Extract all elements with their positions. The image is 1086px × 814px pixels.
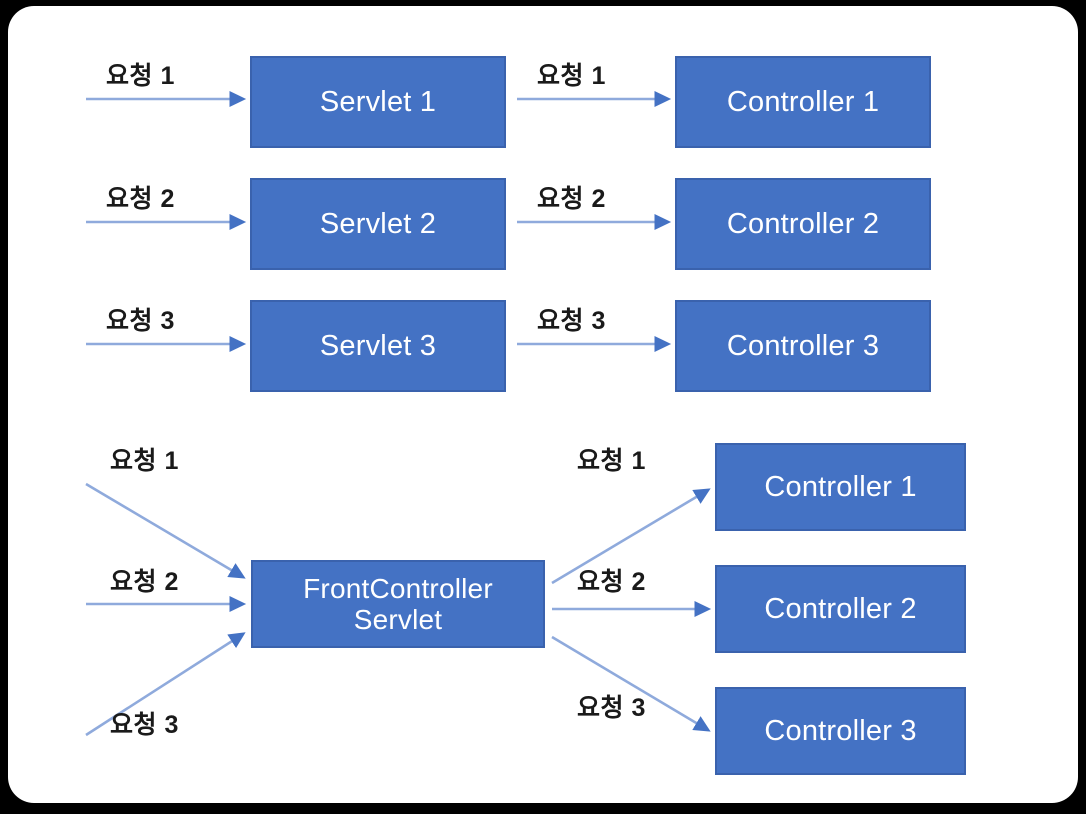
node-controller-3-label: Controller 3 [726,329,880,362]
node-controller-1[interactable]: Controller 1 [675,56,931,148]
front-controller-line-1: FrontController [303,572,493,604]
edge-label-request-2-in: 요청 2 [106,185,175,213]
node-controller-2-label: Controller 2 [726,207,880,240]
node-front-controller-servlet[interactable]: FrontController Servlet [251,560,545,648]
node-fc-controller-2[interactable]: Controller 2 [715,565,966,653]
node-servlet-1-label: Servlet 1 [319,85,437,118]
node-servlet-3[interactable]: Servlet 3 [250,300,506,392]
edge-label-fc-request-2-out: 요청 2 [577,568,646,596]
edge-label-request-3-mid: 요청 3 [537,307,606,335]
node-fc-controller-2-label: Controller 2 [764,592,917,625]
node-servlet-1[interactable]: Servlet 1 [250,56,506,148]
arrow-front-controller-to-fc-controller-1 [551,488,711,585]
node-fc-controller-3[interactable]: Controller 3 [715,687,966,775]
edge-label-request-1-mid: 요청 1 [537,62,606,90]
node-fc-controller-1[interactable]: Controller 1 [715,443,966,531]
arrow-request-1-to-front-controller [85,482,246,579]
edge-label-fc-request-2-in: 요청 2 [110,568,179,596]
node-servlet-2[interactable]: Servlet 2 [250,178,506,270]
edge-label-fc-request-1-out: 요청 1 [577,447,646,475]
edge-label-fc-request-3-in: 요청 3 [110,711,179,739]
arrow-front-controller-to-fc-controller-3 [551,635,711,732]
front-controller-line-2: Servlet [353,604,443,635]
node-fc-controller-3-label: Controller 3 [764,714,917,747]
node-fc-controller-1-label: Controller 1 [764,470,917,503]
node-front-controller-servlet-label: FrontController Servlet [303,573,493,636]
node-servlet-2-label: Servlet 2 [319,207,437,240]
edge-label-request-3-in: 요청 3 [106,307,175,335]
edge-label-request-1-in: 요청 1 [106,62,175,90]
node-controller-3[interactable]: Controller 3 [675,300,931,392]
edge-label-request-2-mid: 요청 2 [537,185,606,213]
node-servlet-3-label: Servlet 3 [319,329,437,362]
arrow-request-3-to-front-controller [85,632,246,737]
node-controller-2[interactable]: Controller 2 [675,178,931,270]
edge-label-fc-request-3-out: 요청 3 [577,694,646,722]
edge-label-fc-request-1-in: 요청 1 [110,447,179,475]
node-controller-1-label: Controller 1 [726,85,880,118]
